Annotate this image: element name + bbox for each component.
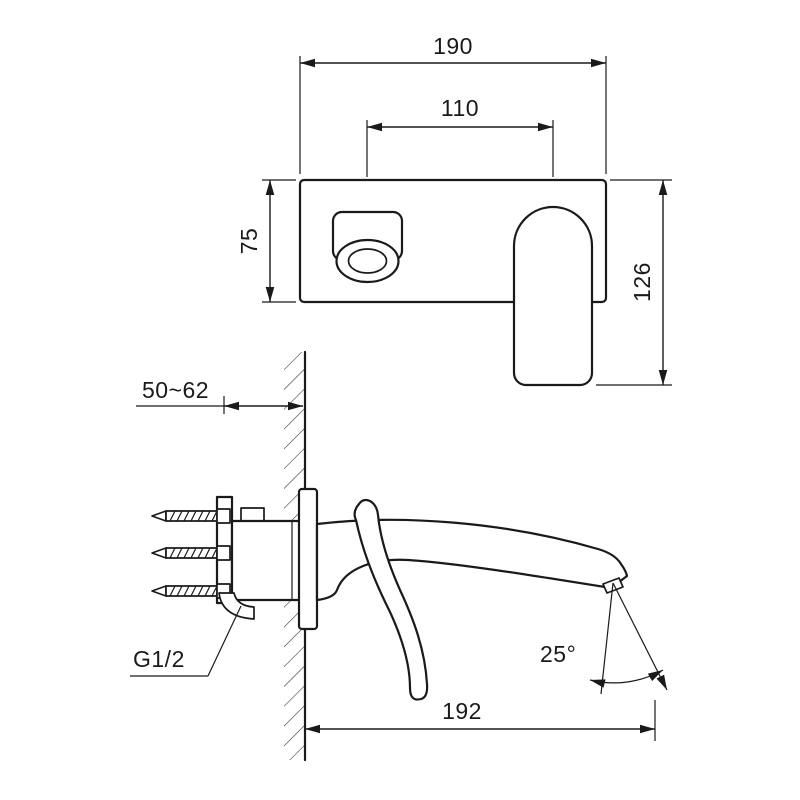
dim-spout-to-handle: 110 [366, 95, 554, 177]
dim-label-110: 110 [441, 95, 479, 121]
handle-lever-side [353, 498, 429, 701]
mounting-screws [151, 508, 231, 599]
dim-label-75: 75 [236, 228, 262, 255]
dim-mounting-depth: 50~62 [136, 377, 303, 414]
spray-direction-line [612, 582, 668, 691]
inlet-fitting [218, 592, 255, 620]
side-view: 50~62 [130, 350, 668, 762]
screw-head [216, 508, 231, 524]
angle-arc [589, 669, 664, 688]
screw-tip [151, 547, 167, 559]
wall-flange-side [297, 487, 319, 631]
screw [151, 508, 231, 524]
screw-tip [151, 510, 167, 522]
thread-label-g12: G1/2 [133, 646, 185, 672]
screw [151, 583, 231, 599]
handle-front [512, 205, 594, 387]
dim-overall-height: 126 [596, 179, 672, 386]
screw [151, 545, 231, 561]
screw-threads [169, 547, 218, 559]
angle-reference-line [600, 582, 614, 695]
dim-total-width: 190 [299, 33, 607, 174]
screw-threads [169, 585, 218, 597]
dim-label-192: 192 [442, 698, 482, 724]
valve-body-port [240, 507, 265, 522]
leader-line [207, 605, 242, 677]
thread-callout: G1/2 [130, 605, 242, 677]
dim-label-190: 190 [433, 33, 473, 59]
angle-label-25: 25° [540, 641, 576, 667]
spray-angle: 25° [540, 582, 668, 695]
dim-label-50-62: 50~62 [142, 377, 209, 403]
screw-head [216, 545, 231, 561]
front-view: 190 110 75 126 [236, 33, 672, 387]
dim-spout-reach: 192 [305, 698, 656, 741]
aerator-inner-front [347, 248, 388, 274]
dim-plate-height: 75 [236, 179, 296, 303]
screw-threads [169, 510, 218, 522]
valve-body [230, 519, 302, 602]
screw-tip [151, 585, 167, 597]
dim-label-126: 126 [629, 262, 655, 302]
